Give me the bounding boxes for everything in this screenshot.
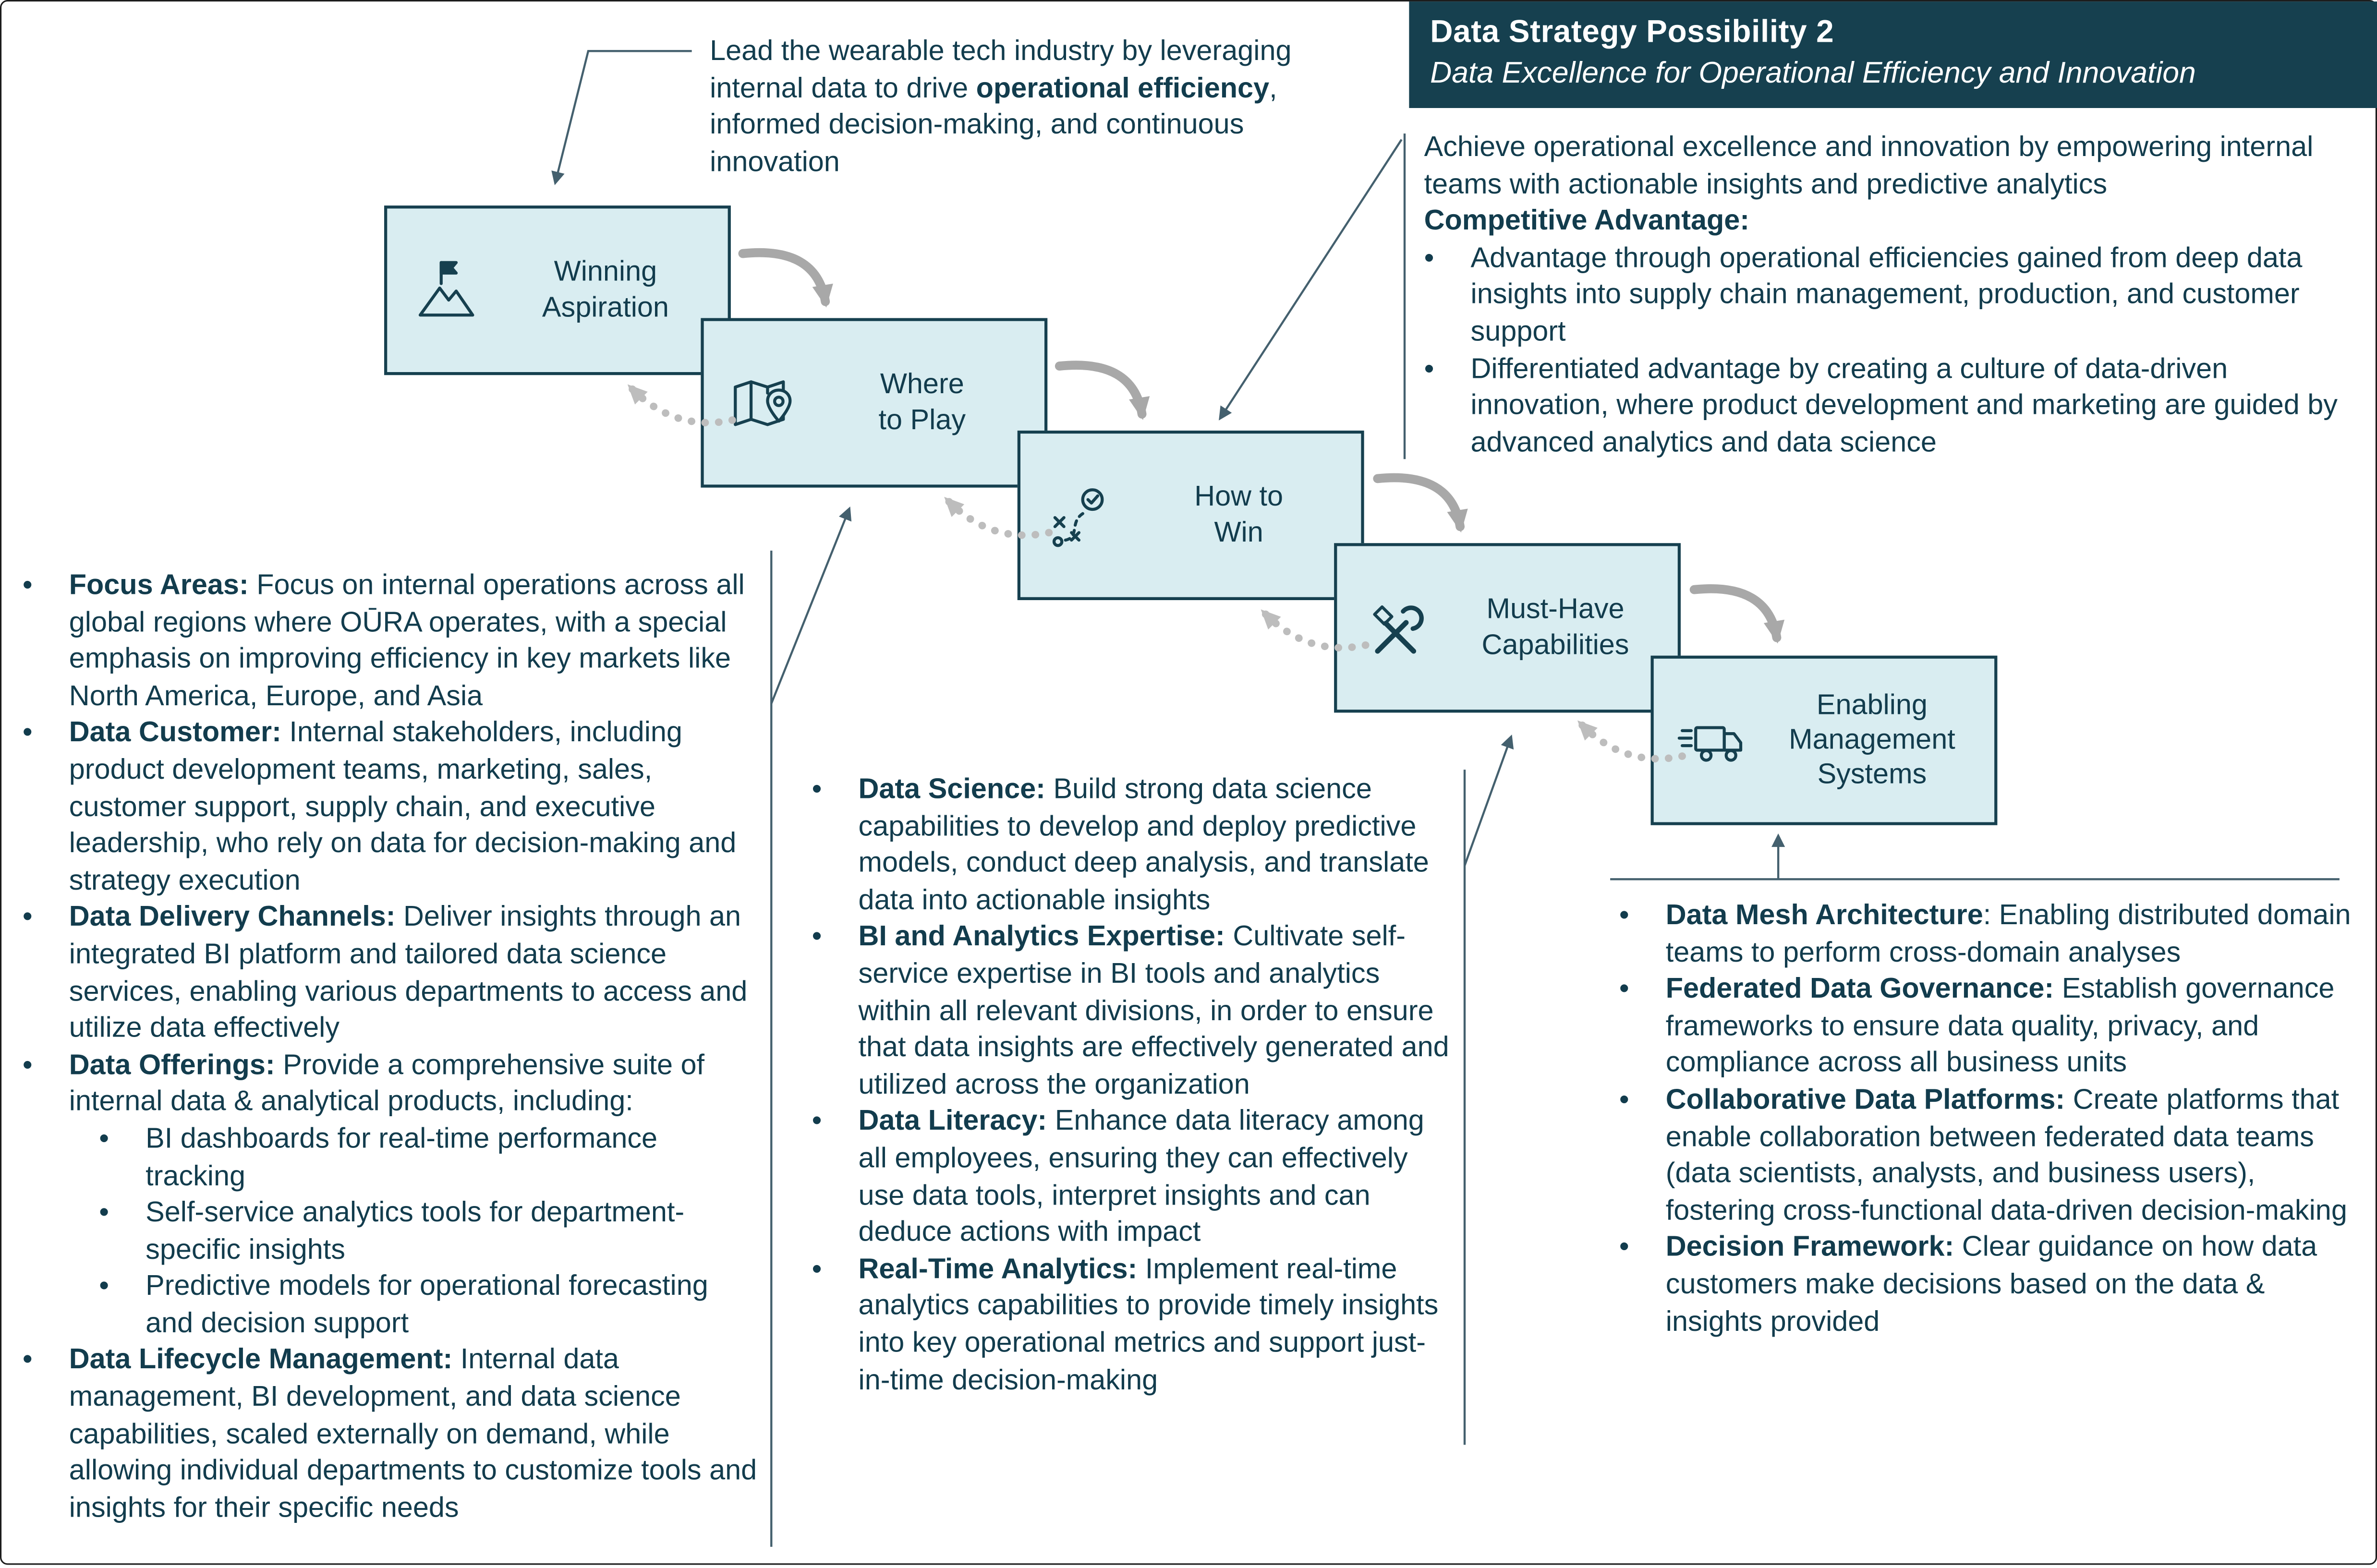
- capabilities-note: Data Science: Build strong data science …: [812, 772, 1455, 1400]
- cascade-box-winning-aspiration: Winning Aspiration: [384, 205, 731, 375]
- slide-subtitle: Data Excellence for Operational Efficien…: [1430, 57, 2196, 90]
- list-item: Real-Time Analytics: Implement real-time…: [812, 1252, 1455, 1399]
- list-item: Federated Data Governance: Establish gov…: [1619, 973, 2352, 1084]
- cascade-box-label: Enabling Management Systems: [1789, 689, 1955, 791]
- slide-title: Data Strategy Possibility 2: [1430, 15, 1834, 50]
- sub-list-item: Self-service analytics tools for departm…: [99, 1196, 761, 1270]
- crossed-tools-icon: [1358, 591, 1433, 665]
- cascade-box-label: Must-Have Capabilities: [1481, 594, 1629, 661]
- flow-arrow-3: [1373, 473, 1468, 533]
- list-item: Data Literacy: Enhance data literacy amo…: [812, 1105, 1455, 1252]
- how-to-win-note: Achieve operational excellence and innov…: [1424, 131, 2349, 463]
- where-to-play-note: Focus Areas: Focus on internal operation…: [23, 568, 761, 1528]
- connector-where-to-play: [770, 507, 852, 704]
- tactics-plan-icon: [1042, 478, 1116, 553]
- list-item: Data Customer: Internal stakeholders, in…: [23, 716, 761, 901]
- connector-capabilities: [1463, 734, 1514, 866]
- list-item: Differentiated advantage by creating a c…: [1424, 352, 2349, 463]
- aspiration-text-bold: operational efficiency: [976, 72, 1270, 105]
- list-item: Data Lifecycle Management: Internal data…: [23, 1343, 761, 1528]
- cascade-box-label: Where to Play: [878, 369, 966, 436]
- list-item: Data Science: Build strong data science …: [812, 772, 1455, 920]
- list-item: Data Delivery Channels: Deliver insights…: [23, 901, 761, 1048]
- aspiration-text-post: , informed decision-making, and continuo…: [710, 72, 1277, 179]
- mountain-flag-icon: [408, 253, 483, 328]
- winning-aspiration-text: Lead the wearable tech industry by lever…: [710, 35, 1364, 182]
- list-item: BI and Analytics Expertise: Cultivate se…: [812, 920, 1455, 1105]
- list-item: Focus Areas: Focus on internal operation…: [23, 568, 761, 716]
- list-item: Data Offerings: Provide a comprehensive …: [23, 1048, 761, 1122]
- winning-aspiration-note: Lead the wearable tech industry by lever…: [710, 35, 1364, 182]
- sub-list-item: Predictive models for operational foreca…: [99, 1270, 761, 1344]
- slide-title-banner: Data Strategy Possibility 2 Data Excelle…: [1409, 1, 2377, 108]
- systems-note: Data Mesh Architecture: Enabling distrib…: [1619, 899, 2352, 1341]
- sub-list-item: BI dashboards for real-time performance …: [99, 1122, 761, 1196]
- flow-arrow-1: [738, 248, 833, 308]
- delivery-truck-icon: [1675, 703, 1750, 778]
- competitive-advantage-label: Competitive Advantage:: [1424, 205, 1750, 238]
- cascade-box-label: Winning Aspiration: [542, 257, 669, 324]
- map-pin-icon: [725, 365, 800, 440]
- flow-arrow-4: [1689, 584, 1785, 644]
- cascade-box-how-to-win: How to Win: [1017, 430, 1364, 600]
- flow-arrow-2: [1055, 361, 1150, 420]
- list-item: Data Mesh Architecture: Enabling distrib…: [1619, 899, 2352, 973]
- list-item: Advantage through operational efficienci…: [1424, 241, 2349, 352]
- cascade-box-where-to-play: Where to Play: [701, 318, 1048, 488]
- aspiration-text-pre: Lead the wearable tech industry by lever…: [710, 36, 1292, 105]
- list-item: Collaborative Data Platforms: Create pla…: [1619, 1083, 2352, 1230]
- list-item: Decision Framework: Clear guidance on ho…: [1619, 1231, 2352, 1342]
- how-to-win-intro: Achieve operational excellence and innov…: [1424, 132, 2314, 201]
- connector-aspiration-note: [551, 50, 692, 185]
- cascade-box-label: How to Win: [1194, 482, 1284, 549]
- cascade-box-enabling-management-systems: Enabling Management Systems: [1650, 655, 1998, 825]
- cascade-box-must-have-capabilities: Must-Have Capabilities: [1334, 543, 1681, 713]
